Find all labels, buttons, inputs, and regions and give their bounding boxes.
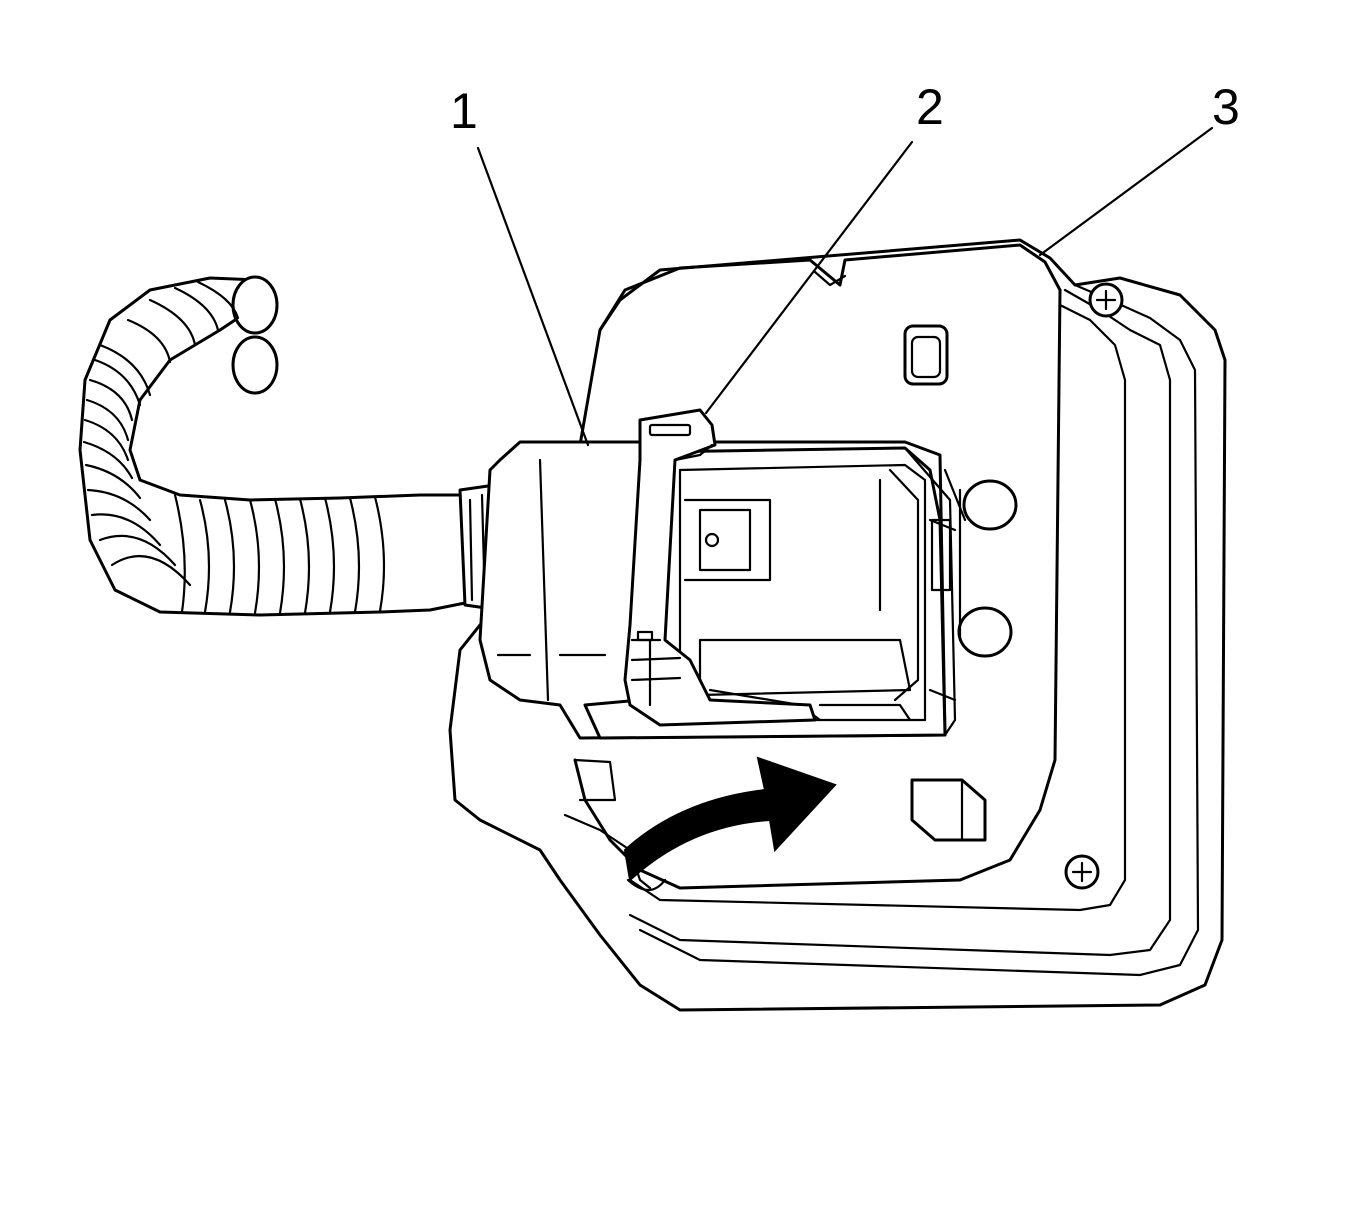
callout-label-2: 2	[916, 79, 944, 135]
callout-label-1: 1	[450, 83, 478, 139]
screw-top-right	[1088, 282, 1124, 318]
rotation-direction-arrow	[623, 756, 837, 892]
screw-bottom-right	[1064, 854, 1100, 890]
lock-lever	[623, 408, 817, 727]
callout-label-3: 3	[1212, 79, 1240, 135]
leader-line-3	[1038, 126, 1214, 257]
leader-line-2	[704, 140, 914, 415]
wiring-harness	[78, 275, 502, 617]
callout-leaders	[476, 126, 1214, 447]
electrical-connector	[478, 440, 967, 740]
leader-line-1	[476, 146, 590, 447]
